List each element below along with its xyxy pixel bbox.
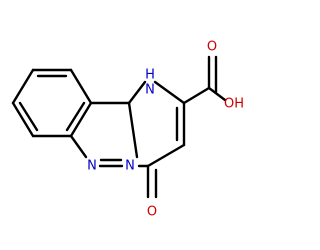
n-imine-label: N: [87, 159, 97, 174]
bond-c9a-nh: [127, 80, 147, 105]
bond-benzene-5-inner: [18, 101, 39, 132]
o-carbonyl-label: O: [207, 40, 217, 55]
bond-benzene-2: [69, 68, 93, 105]
bond-benzene-6: [11, 68, 35, 105]
bond-c2-cacid: [182, 86, 211, 105]
bond-layer: [11, 55, 227, 199]
bond-c7a-nimine: [69, 134, 88, 159]
bond-c3-c4: [146, 143, 186, 168]
oh-label: OH: [224, 97, 244, 112]
n-bridge-label: N: [125, 159, 135, 174]
o-ketone-label: O: [147, 205, 157, 220]
bond-nh-c2: [153, 80, 186, 105]
bond-benzene-3-inner: [65, 101, 86, 132]
bond-cacid-oh: [207, 86, 227, 102]
nh-n-label: N: [145, 83, 155, 98]
atom-label-layer: H N N N O O OH: [87, 40, 244, 220]
bond-benzene-3: [69, 101, 93, 138]
molecule-structure: H N N N O O OH: [11, 40, 244, 220]
nh-h-label: H: [145, 68, 155, 83]
bond-benzene-5: [11, 101, 35, 138]
bond-nbridge-c9a: [127, 101, 139, 159]
